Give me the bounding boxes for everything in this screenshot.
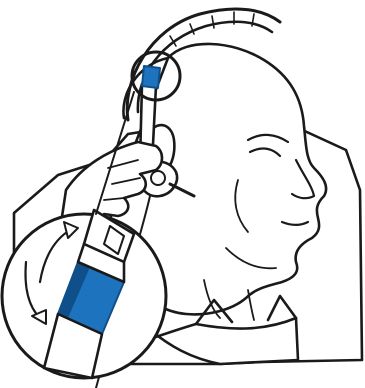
top-blue-segment xyxy=(142,66,160,88)
headband-ribs xyxy=(170,12,254,46)
earpiece-center xyxy=(151,171,165,185)
